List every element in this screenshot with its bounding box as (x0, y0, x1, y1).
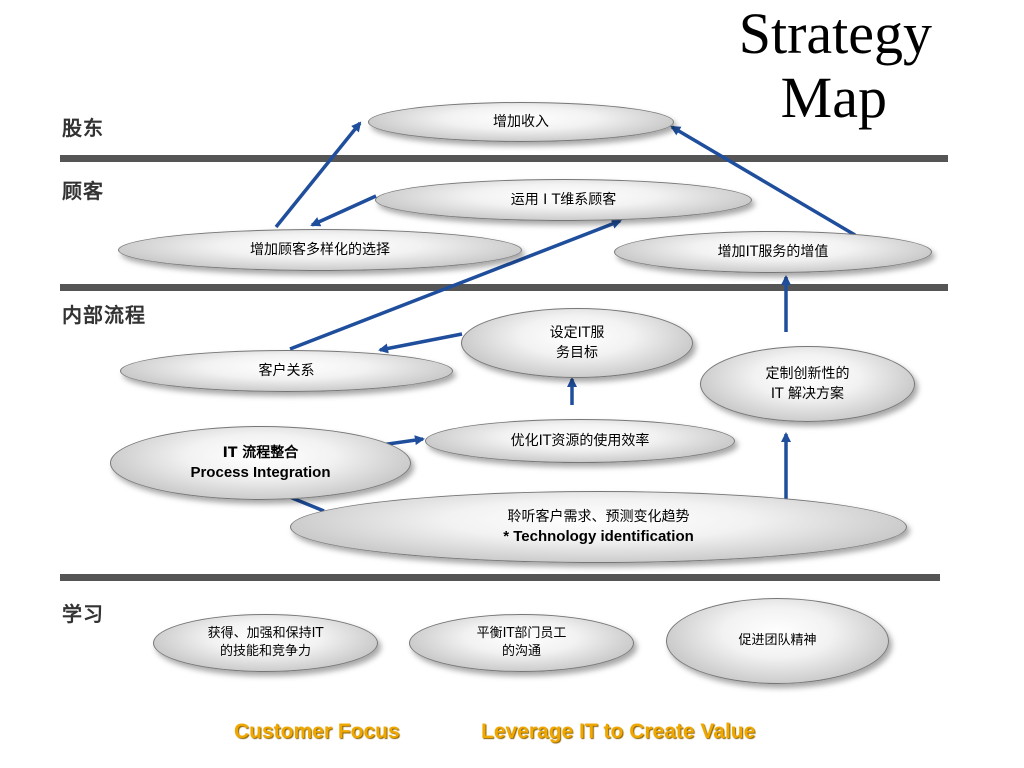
node-team-spirit: 促进团队精神 (666, 598, 889, 684)
node-increase-customer-choices-label: 增加顾客多样化的选择 (250, 242, 390, 258)
arrow-goals-to-relations (378, 332, 463, 354)
node-listen-customers-line2: * Technology identification (503, 528, 694, 545)
node-customer-relations: 客户关系 (120, 350, 453, 392)
node-custom-solutions-line2: IT 解决方案 (770, 386, 845, 402)
node-increase-it-service-value: 增加IT服务的增值 (614, 231, 932, 273)
divider-customer-internal (60, 284, 948, 291)
diagram-title: Strategy Map (700, 2, 1000, 130)
node-it-service-goals: 设定IT服 务目标 (461, 308, 693, 378)
node-use-it-maintain-customers: 运用 I T维系顾客 (375, 179, 752, 221)
node-team-spirit-label: 促进团队精神 (738, 633, 817, 648)
node-skills-line2: 的技能和竞争力 (219, 644, 311, 659)
footer-customer-focus: Customer Focus (234, 720, 400, 743)
node-it-service-goals-line1: 设定IT服 (549, 325, 605, 341)
node-increase-customer-choices: 增加顾客多样化的选择 (118, 229, 522, 271)
node-use-it-maintain-customers-label: 运用 I T维系顾客 (510, 192, 617, 208)
perspective-label-learning: 学习 (62, 602, 104, 626)
node-custom-solutions-line1: 定制创新性的 (765, 366, 850, 382)
node-optimize-it-resources-label: 优化IT资源的使用效率 (510, 433, 650, 449)
node-skills-line1: 获得、加强和保持IT (207, 626, 324, 641)
divider-internal-learning (60, 574, 940, 581)
node-process-integration-line1: IT 流程整合 (222, 445, 299, 461)
perspective-label-shareholder: 股东 (62, 116, 104, 140)
divider-shareholder-customer (60, 155, 948, 162)
footer-leverage-it: Leverage IT to Create Value (481, 720, 756, 743)
node-it-process-integration: IT 流程整合 Process Integration (110, 426, 411, 500)
arrow-use-it-to-choices (310, 194, 377, 227)
node-increase-revenue: 增加收入 (368, 102, 674, 142)
node-optimize-it-resources: 优化IT资源的使用效率 (425, 419, 735, 463)
node-listen-customer-needs: 聆听客户需求、预测变化趋势 * Technology identificatio… (290, 491, 907, 563)
title-line-1: Strategy (738, 1, 932, 66)
node-communication-line1: 平衡IT部门员工 (476, 626, 567, 641)
perspective-label-customer: 顾客 (62, 179, 104, 203)
title-line-2: Map (780, 65, 887, 130)
node-custom-innovative-solutions: 定制创新性的 IT 解决方案 (700, 346, 915, 422)
node-it-skills-competence: 获得、加强和保持IT 的技能和竞争力 (153, 614, 378, 672)
node-increase-revenue-label: 增加收入 (493, 114, 549, 130)
perspective-label-internal: 内部流程 (62, 303, 146, 327)
node-it-service-goals-line2: 务目标 (556, 345, 598, 361)
arrow-choices-to-revenue (274, 121, 362, 229)
node-staff-communication: 平衡IT部门员工 的沟通 (409, 614, 634, 672)
node-customer-relations-label: 客户关系 (258, 363, 315, 379)
node-listen-customers-line1: 聆听客户需求、预测变化趋势 (507, 509, 690, 525)
arrow-value-to-revenue (670, 125, 856, 237)
node-process-integration-line2: Process Integration (190, 464, 331, 481)
node-increase-it-service-value-label: 增加IT服务的增值 (717, 244, 829, 260)
node-communication-line2: 的沟通 (501, 644, 541, 659)
